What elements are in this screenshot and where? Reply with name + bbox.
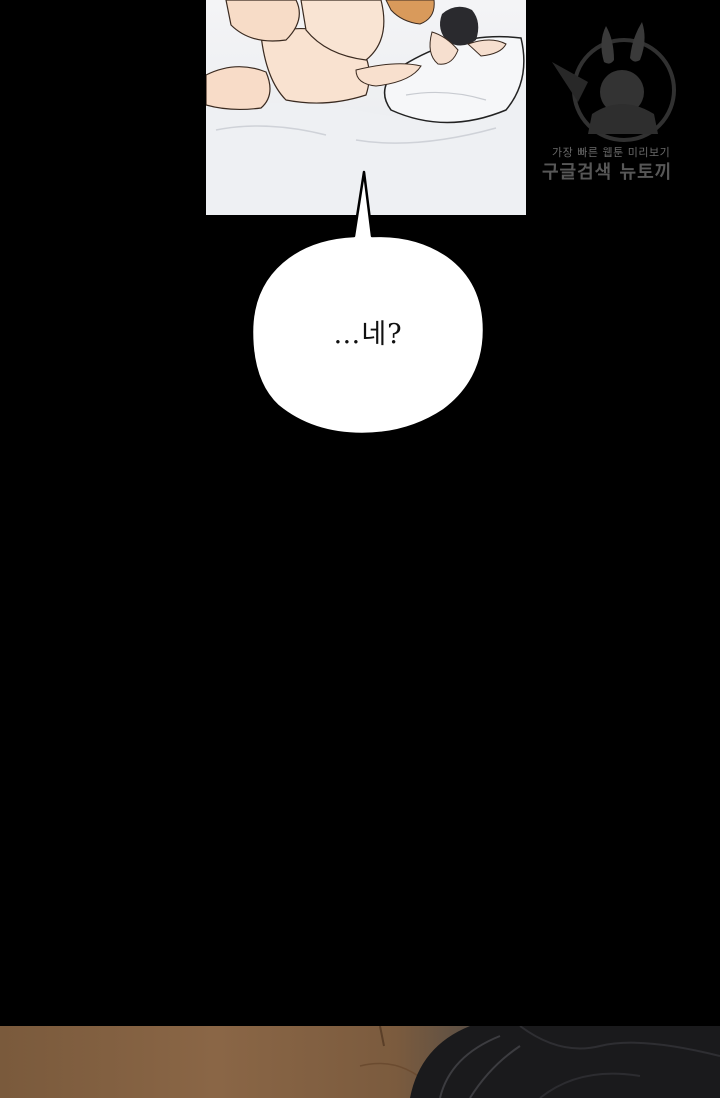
watermark-site-name: 구글검색 뉴토끼 bbox=[542, 162, 673, 183]
panel-artwork bbox=[206, 0, 526, 215]
watermark-tagline: 가장 빠른 웹툰 미리보기 bbox=[552, 146, 671, 159]
panel-artwork-bottom bbox=[359, 1026, 720, 1098]
illustration-panel-top bbox=[206, 0, 526, 215]
speech-bubble-shape bbox=[250, 170, 486, 436]
illustration-panel-bottom bbox=[0, 1026, 720, 1098]
site-watermark: 가장 빠른 웹툰 미리보기 구글검색 뉴토끼 bbox=[540, 22, 700, 192]
speech-bubble: …네? bbox=[248, 170, 488, 440]
dialogue-text: …네? bbox=[333, 319, 403, 350]
rabbit-logo-icon bbox=[552, 22, 676, 142]
